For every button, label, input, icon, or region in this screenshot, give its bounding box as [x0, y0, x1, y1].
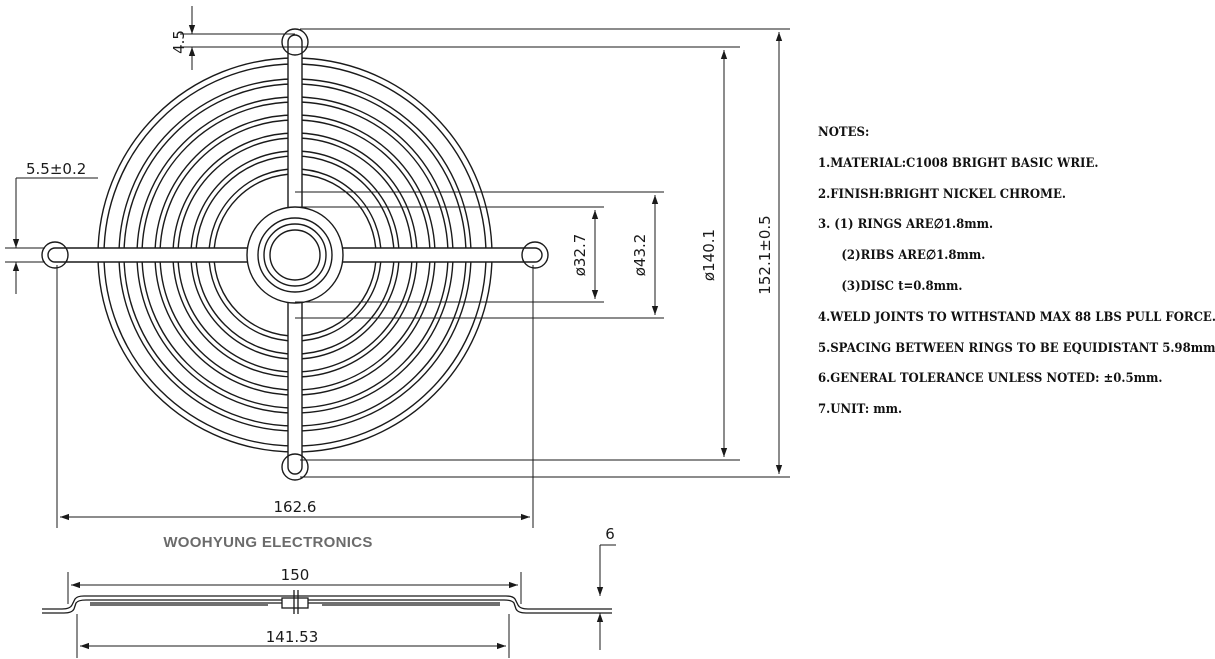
note-disc: (3)DISC t=0.8mm. [841, 278, 963, 294]
note-ribs: (2)RIBS ARE∅1.8mm. [841, 248, 986, 264]
fan-guard-side-view [42, 590, 612, 614]
dimension-lines [5, 6, 790, 528]
center-disc-hole [269, 229, 321, 281]
dim-overall-height: 152.1±0.5 [756, 215, 774, 294]
dim-side-width: 150 [281, 566, 310, 584]
vertical-rib-bottom [287, 286, 303, 475]
dim-side-depth: 6 [605, 525, 615, 543]
note-unit: 7.UNIT: mm. [818, 402, 903, 418]
vertical-rib-top [287, 34, 303, 224]
fan-guard-front-view [41, 28, 549, 481]
dim-ring-outer: ø140.1 [700, 229, 718, 281]
note-ring-spacing: 5.SPACING BETWEEN RINGS TO BE EQUIDISTAN… [818, 340, 1215, 356]
note-material: 1.MATERIAL:C1008 BRIGHT BASIC WRIE. [818, 155, 1099, 171]
right-mounting-lug [521, 241, 549, 269]
horizontal-rib-left [47, 247, 264, 263]
dim-disc-outer: ø43.2 [631, 234, 649, 277]
dim-disc-inner: ø32.7 [571, 234, 589, 277]
note-finish: 2.FINISH:BRIGHT NICKEL CHROME. [818, 186, 1066, 202]
bottom-mounting-lug [281, 453, 309, 481]
side-center-hub [281, 597, 309, 609]
notes-title: NOTES: [818, 125, 870, 140]
dim-side-inner-width: 141.53 [266, 628, 319, 646]
dim-rib-width: 5.5±0.2 [26, 160, 86, 178]
center-disc-step [257, 217, 333, 293]
dim-overall-width: 162.6 [274, 498, 317, 516]
center-disc-inner [263, 223, 327, 287]
notes-block: NOTES: 1.MATERIAL:C1008 BRIGHT BASIC WRI… [818, 118, 1215, 426]
center-disc-outer [246, 206, 344, 304]
note-rings: 3. (1) RINGS ARE∅1.8mm. [818, 217, 994, 233]
dim-top-offset: 4.5 [170, 30, 188, 54]
side-profile-top [42, 595, 612, 610]
left-mounting-lug [41, 241, 69, 269]
note-weld-joints: 4.WELD JOINTS TO WITHSTAND MAX 88 LBS PU… [818, 309, 1215, 325]
note-tolerance: 6.GENERAL TOLERANCE UNLESS NOTED: ±0.5mm… [818, 371, 1163, 387]
side-profile-bottom [42, 599, 612, 614]
top-mounting-lug [281, 28, 309, 56]
brand-label: WOOHYUNG ELECTRONICS [163, 534, 372, 551]
horizontal-rib-right [326, 247, 543, 263]
side-dimension-lines [67, 544, 616, 658]
